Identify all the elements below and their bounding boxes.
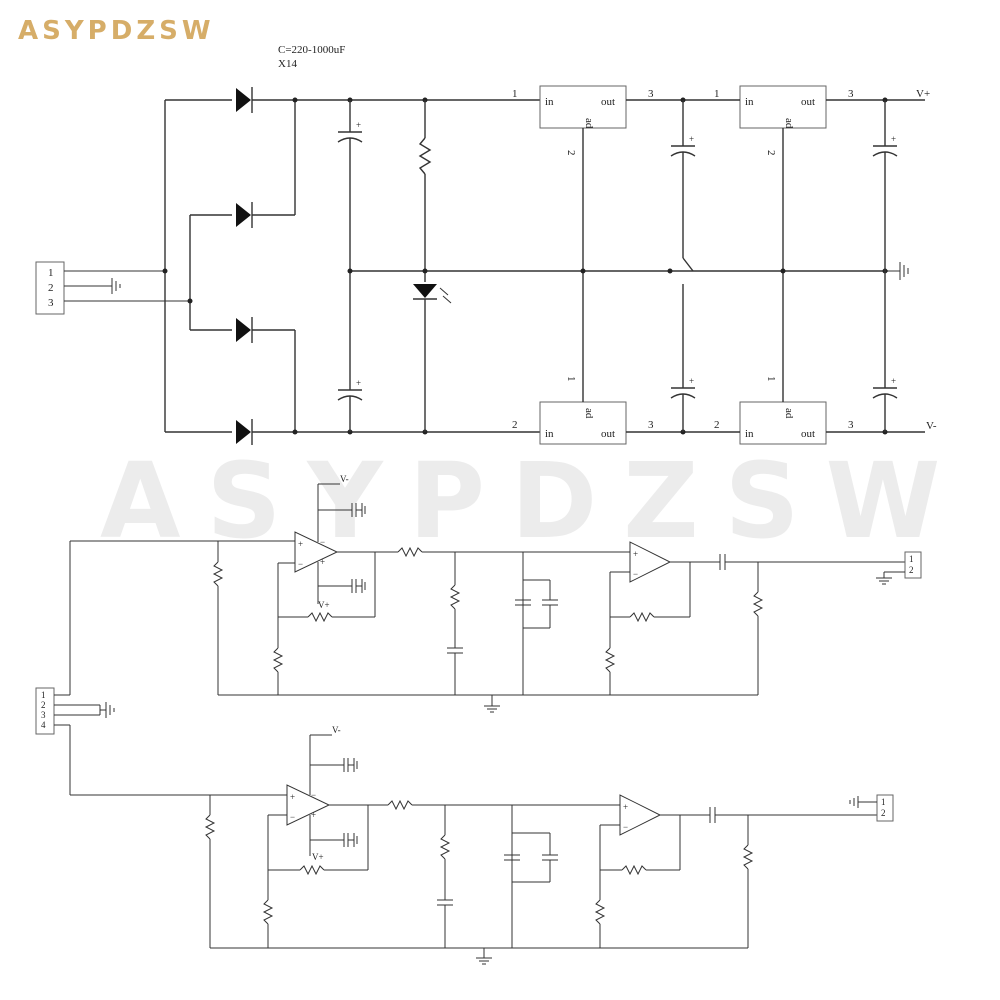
amp-input-connector: 1 2 3 4 <box>35 540 218 796</box>
svg-text:+: + <box>320 557 325 567</box>
diode-icon <box>236 317 253 343</box>
svg-text:3: 3 <box>848 88 854 100</box>
intermediate-capacitors: + + <box>670 100 696 432</box>
svg-text:2: 2 <box>714 419 720 431</box>
svg-text:2: 2 <box>881 808 886 818</box>
amp-channel-1: + − − + V- V+ <box>212 474 922 713</box>
rail-positive-label: V+ <box>916 88 930 100</box>
regulator-pos-1: in out ad 1 3 2 <box>512 85 654 271</box>
svg-text:ad: ad <box>783 118 795 129</box>
svg-text:3: 3 <box>648 419 654 431</box>
filter-capacitor-positive: + <box>337 100 363 271</box>
regulator-neg-1: in out ad 2 3 1 <box>512 271 654 445</box>
svg-text:3: 3 <box>648 88 654 100</box>
svg-text:−: − <box>623 822 628 832</box>
svg-text:+: + <box>689 134 694 144</box>
output-capacitors: + + <box>872 100 898 432</box>
brand-logo: ASYPDZSW <box>18 16 215 46</box>
opamp-icon <box>619 794 662 836</box>
svg-text:1: 1 <box>565 376 577 382</box>
svg-text:−: − <box>320 537 325 547</box>
ground-icon <box>888 262 909 280</box>
output-connector-2 <box>876 794 894 822</box>
svg-text:1: 1 <box>909 554 914 564</box>
svg-text:3: 3 <box>848 419 854 431</box>
opamp-icon <box>286 784 331 826</box>
svg-text:−: − <box>311 790 316 800</box>
svg-text:1: 1 <box>765 376 777 382</box>
svg-text:+: + <box>623 802 628 812</box>
ground-icon <box>111 278 121 294</box>
diode-icon <box>236 202 253 228</box>
quantity-note: X14 <box>278 58 297 70</box>
regulator-pos-2: in out ad 1 3 2 <box>714 85 854 271</box>
svg-text:out: out <box>601 96 615 108</box>
svg-text:ad: ad <box>783 408 795 419</box>
svg-text:+: + <box>633 549 638 559</box>
svg-text:V-: V- <box>332 725 341 735</box>
amp-channel-2: + − − + V- V+ <box>204 725 894 965</box>
filter-capacitor-negative: + <box>337 271 363 432</box>
output-connector-1 <box>904 551 922 579</box>
regulator-neg-2: in out ad 2 3 1 <box>714 271 854 445</box>
opamp-icon <box>294 531 339 573</box>
svg-text:+: + <box>356 120 361 130</box>
watermark: ASYPDZSW <box>100 440 967 562</box>
svg-text:2: 2 <box>565 150 577 156</box>
svg-text:−: − <box>633 569 638 579</box>
svg-text:out: out <box>801 96 815 108</box>
rail-negative-label: V- <box>926 420 937 432</box>
svg-text:+: + <box>356 378 361 388</box>
svg-text:2: 2 <box>765 150 777 156</box>
svg-text:V-: V- <box>340 474 349 484</box>
svg-text:−: − <box>298 559 303 569</box>
svg-text:1: 1 <box>714 88 720 100</box>
svg-text:+: + <box>311 810 316 820</box>
svg-text:in: in <box>545 96 554 108</box>
psu-pin-1: 1 <box>48 267 54 279</box>
svg-text:−: − <box>290 812 295 822</box>
svg-text:+: + <box>298 539 303 549</box>
svg-text:3: 3 <box>41 710 46 720</box>
svg-text:1: 1 <box>41 690 46 700</box>
svg-text:out: out <box>801 428 815 440</box>
svg-text:+: + <box>891 376 896 386</box>
svg-text:in: in <box>745 428 754 440</box>
capacitor-note: C=220-1000uF <box>278 44 345 56</box>
svg-text:4: 4 <box>41 720 46 730</box>
diode-icon <box>236 87 253 113</box>
svg-text:in: in <box>545 428 554 440</box>
svg-text:V+: V+ <box>312 852 324 862</box>
power-supply-section: C=220-1000uF X14 1 2 3 <box>35 44 937 445</box>
svg-text:2: 2 <box>41 700 46 710</box>
diode-icon <box>236 419 253 445</box>
psu-pin-2: 2 <box>48 282 54 294</box>
svg-text:out: out <box>601 428 615 440</box>
svg-text:2: 2 <box>512 419 518 431</box>
svg-text:in: in <box>745 96 754 108</box>
svg-text:+: + <box>290 792 295 802</box>
svg-text:2: 2 <box>909 565 914 575</box>
svg-text:1: 1 <box>512 88 518 100</box>
svg-text:ad: ad <box>583 408 595 419</box>
svg-text:V+: V+ <box>318 600 330 610</box>
bridge-rectifier <box>162 87 296 445</box>
opamp-icon <box>629 541 672 583</box>
psu-pin-3: 3 <box>48 297 54 309</box>
svg-text:ad: ad <box>583 118 595 129</box>
led-indicator <box>413 100 452 432</box>
svg-text:+: + <box>689 376 694 386</box>
psu-input-connector: 1 2 3 <box>35 261 190 315</box>
svg-text:1: 1 <box>881 797 886 807</box>
svg-text:+: + <box>891 134 896 144</box>
